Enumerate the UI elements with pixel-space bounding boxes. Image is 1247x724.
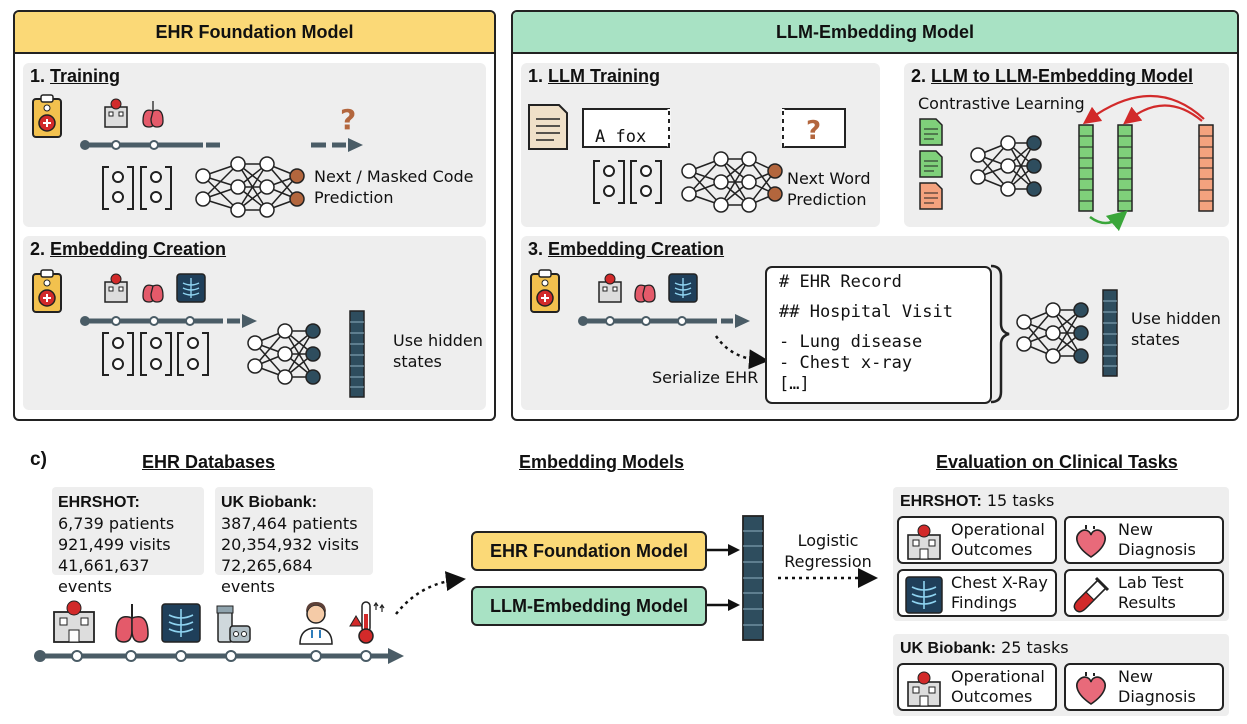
unknown-code-icon: ? [340,103,356,136]
input-text-box [582,108,670,148]
embedding-models-title: Embedding Models [519,452,685,472]
embedding-vector-icon [742,515,764,641]
token-vectors [102,332,209,376]
prediction-label: Next / Masked Code Prediction [314,167,474,207]
hospital-icon [907,671,941,707]
curly-brace [990,264,1010,404]
patient-record-icon [32,269,62,313]
use-hidden-states-label: Use hidden states [1131,309,1221,349]
panel-b-title: LLM-Embedding Model [776,21,974,42]
panel-llm-embedding-model: LLM-Embedding Model 1. LLM Training ? [511,10,1239,421]
contrastive-diagram [919,94,1214,232]
embedding-vector-icon [349,310,365,398]
lungs-icon [142,284,164,303]
panel-a-title: EHR Foundation Model [155,21,354,42]
document-icons [919,118,943,210]
llm-to-embedding-box: 2. LLM to LLM-Embedding Model Contrastiv… [904,63,1229,232]
doctor-icon [299,602,333,645]
lungs-icon [115,604,149,643]
llm-training-diagram: ? [528,104,846,213]
llm-embedding-model-box: LLM-Embedding Model [471,586,707,626]
xray-icon [176,273,206,303]
llm-to-embedding-title: 2. LLM to LLM-Embedding Model [911,66,1193,86]
evaluation-title: Evaluation on Clinical Tasks [936,452,1178,472]
llm-embedding-creation-box: 3. Embedding Creation [521,236,1229,410]
embedding-diagram [32,269,365,398]
llm-training-title: 1. LLM Training [528,66,661,86]
panel-a-embedding-box: 2. Embedding Creation [23,236,486,410]
use-hidden-states-label: Use hidden states [393,331,483,371]
next-word-label: Next Word Prediction [787,169,871,209]
contrastive-learning-label: Contrastive Learning [918,94,1085,113]
hospital-icon [598,273,622,303]
hospital-icon [53,600,95,643]
heart-icon [1076,672,1106,705]
svg-text:?: ? [806,116,821,146]
ehr-databases-title: EHR Databases [142,452,276,472]
hospital-icon [104,273,128,303]
panel-ehr-foundation-model: EHR Foundation Model 1. Training [13,10,496,421]
embedding-vector-orange [1198,124,1214,212]
neural-network-icon [247,323,321,385]
xray-icon [905,576,943,614]
llm-training-box: 1. LLM Training ? [521,63,880,227]
panel-c-label: c) [30,449,47,470]
ehr-record-text: # EHR Record ## Hospital Visit - Lung di… [779,272,953,394]
ehrshot-tasks-header: EHRSHOT: 15 tasks [900,491,1055,510]
training-diagram: ? [32,94,363,218]
test-tube-icon [1073,576,1110,613]
push-apart-arrow-inner [1123,104,1203,125]
ukb-tasks-header: UK Biobank: 25 tasks [900,638,1069,657]
ehr-record-box [765,266,992,404]
token-vectors [102,166,172,210]
xray-icon [161,603,201,643]
llm-embedding-title: 3. Embedding Creation [528,239,725,259]
serialize-ehr-label: Serialize EHR [652,368,759,387]
llm-embedding-diagram [530,264,1118,404]
masked-word-box: ? [781,108,846,148]
neural-network-icon [681,151,783,213]
ehrshot-stats: EHRSHOT: 6,739 patients 921,499 visits 4… [52,487,204,596]
embedding-title: 2. Embedding Creation [30,239,227,259]
lungs-icon [142,101,164,128]
neural-network-icon [1016,302,1089,364]
ukb-stats: UK Biobank: 387,464 patients 20,354,932 … [215,487,373,596]
token-vectors [593,160,662,204]
push-apart-arrow-outer [1082,94,1205,125]
embedding-vector-icon [1102,289,1118,377]
hospital-icon [104,98,128,128]
training-title: 1. Training [30,66,121,86]
document-icon [528,104,568,150]
input-text: A fox [595,127,647,147]
pull-together-arrow [1089,210,1128,232]
hospital-icon [907,524,941,560]
logistic-regression-label: Logistic Regression [784,531,872,571]
xray-icon [668,273,698,303]
patient-record-icon [530,269,560,313]
lungs-icon [634,284,656,303]
panel-a-training-box: 1. Training ? [23,63,486,227]
heart-icon [1076,525,1106,558]
to-models-arrow [395,571,466,615]
embedding-vectors-green [1078,124,1133,212]
medication-icon [216,605,251,643]
panel-b-header: LLM-Embedding Model [513,12,1237,54]
thermometer-icon [349,601,385,644]
ehr-foundation-model-box: EHR Foundation Model [471,531,707,571]
neural-network-icon [970,135,1042,197]
neural-network-icon [195,156,305,218]
panel-a-header: EHR Foundation Model [15,12,494,54]
patient-record-icon [32,94,62,138]
